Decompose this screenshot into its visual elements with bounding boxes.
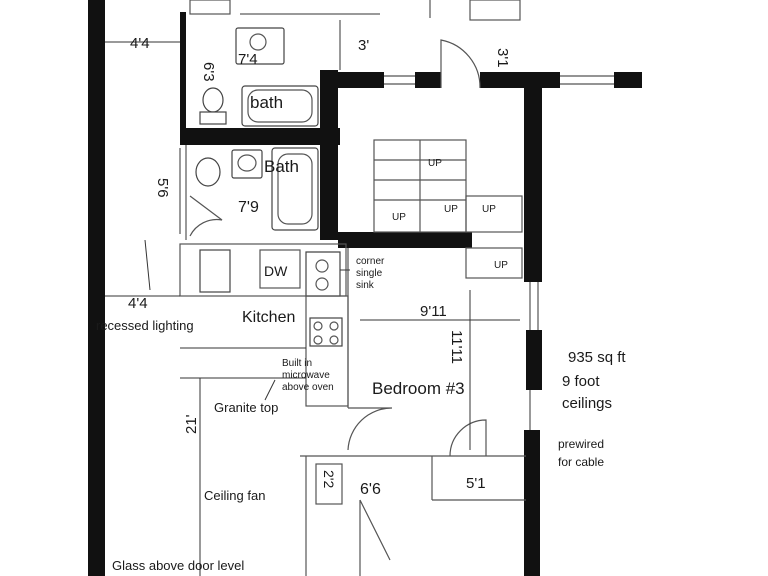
label-dim-6-6: 6'6 xyxy=(360,481,381,498)
sink-bowl-b xyxy=(315,277,329,291)
label-dim-11-11: 11'11 xyxy=(448,330,465,364)
wall-upper-bath-left xyxy=(180,12,186,130)
burner-d xyxy=(329,335,339,345)
label-dim-2-2: 2'2 xyxy=(321,470,337,488)
label-recessed: recessed lighting xyxy=(96,318,194,333)
wall-right-stair xyxy=(524,72,542,282)
label-ceil-2: ceilings xyxy=(562,395,612,412)
label-microwave-1: Built in xyxy=(282,358,312,369)
door-swing-closet-2 xyxy=(359,499,391,576)
label-prewired-1: prewired xyxy=(558,437,604,451)
label-up-1: UP xyxy=(428,158,442,169)
lower-tub-inner xyxy=(277,153,313,225)
upper-toilet-tank xyxy=(199,111,227,125)
kitchen-appliance xyxy=(199,249,231,293)
upper-tub-inner xyxy=(247,89,313,123)
label-dim-4-4-mid: 4'4 xyxy=(128,295,148,312)
label-microwave-3: above oven xyxy=(282,382,334,393)
burner-b xyxy=(329,321,339,331)
label-prewired-2: for cable xyxy=(558,455,604,469)
wall-top-segment-a xyxy=(320,72,384,88)
burner-c xyxy=(313,335,323,345)
closet-shelf xyxy=(315,463,343,505)
label-dim-7-9: 7'9 xyxy=(238,199,259,216)
door-swing-lower-bath xyxy=(189,195,223,237)
wall-top-segment-c xyxy=(480,72,560,88)
label-sink-1: corner xyxy=(356,256,385,267)
wall-mid-horizontal xyxy=(180,128,340,145)
label-granite: Granite top xyxy=(214,400,278,415)
stair-landing xyxy=(465,195,523,233)
upper-vanity xyxy=(235,27,285,65)
dishwasher xyxy=(259,249,301,289)
label-bath-upper: bath xyxy=(250,93,283,112)
lower-vanity xyxy=(231,149,263,179)
label-sink-3: sink xyxy=(356,280,375,291)
lower-sink-bowl xyxy=(237,154,257,172)
upper-sink-bowl xyxy=(249,33,267,51)
label-sink-2: single xyxy=(356,268,383,279)
label-glass: Glass above door level xyxy=(112,558,244,573)
leader-microwave xyxy=(264,379,276,401)
upper-toilet-bowl xyxy=(202,87,224,113)
door-swing-entry xyxy=(440,39,481,89)
label-ceil-1: 9 foot xyxy=(562,373,600,390)
label-dim-21: 21' xyxy=(183,414,200,434)
label-dim-5-1: 5'1 xyxy=(466,475,486,492)
sink-bowl-a xyxy=(315,259,329,273)
stair-lower xyxy=(465,247,523,279)
label-dim-7-4: 7'4 xyxy=(238,51,258,68)
wall-right-short xyxy=(526,262,540,282)
top-fixture-b xyxy=(469,0,521,21)
label-sqft: 935 sq ft xyxy=(568,349,626,366)
label-dim-4-4-top: 4'4 xyxy=(130,35,150,52)
lower-toilet xyxy=(195,157,221,187)
door-swing-bedroom xyxy=(347,407,393,451)
top-fixture-a xyxy=(189,0,231,15)
upper-tub xyxy=(241,85,319,127)
label-bedroom: Bedroom #3 xyxy=(372,379,465,398)
label-dw: DW xyxy=(264,263,288,279)
wall-stair-bottom xyxy=(338,232,472,248)
label-dim-5-6: 5'6 xyxy=(154,178,171,198)
lower-tub xyxy=(271,147,319,231)
label-microwave-2: microwave xyxy=(282,370,330,381)
wall-right-lower-a xyxy=(526,330,542,390)
wall-top-segment-d xyxy=(614,72,642,88)
label-ceiling-fan: Ceiling fan xyxy=(204,488,265,503)
label-dim-3: 3' xyxy=(358,37,369,54)
wall-bath-right xyxy=(320,70,338,240)
leader-recessed xyxy=(144,239,151,291)
label-up-2: UP xyxy=(392,212,406,223)
wall-top-segment-b xyxy=(415,72,441,88)
exterior-wall-left xyxy=(88,0,105,576)
label-up-3: UP xyxy=(444,204,458,215)
wall-right-lower-b xyxy=(524,430,540,576)
door-swing-closet xyxy=(449,419,487,457)
label-dim-3-1: 3'1 xyxy=(494,48,511,68)
label-bath-lower: Bath xyxy=(264,157,299,176)
burner-a xyxy=(313,321,323,331)
label-up-5: UP xyxy=(494,260,508,271)
label-dim-9-11: 9'11 xyxy=(420,303,447,320)
label-dim-6-3: 6'3 xyxy=(200,62,217,82)
label-kitchen: Kitchen xyxy=(242,309,295,326)
label-up-4: UP xyxy=(482,204,496,215)
